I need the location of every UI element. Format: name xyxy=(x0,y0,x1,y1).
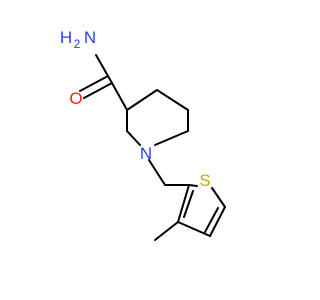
bond-carbonylC-O-a xyxy=(83,82,113,99)
molecule-diagram: N H 2 O N S xyxy=(60,28,226,241)
thiophene-sulfur-label: S xyxy=(199,171,210,190)
amide-hydrogen-count: 2 xyxy=(74,37,81,51)
bond-C3-C4 xyxy=(126,89,158,111)
amide-nitrogen-label: N xyxy=(84,28,96,47)
bond-thC2-S xyxy=(188,184,198,187)
bond-carbonylC-O-b xyxy=(79,75,109,92)
bond-carbonylC-C3 xyxy=(111,82,128,111)
bond-N1-CH2 xyxy=(148,159,166,186)
bond-thC5-thC4-a xyxy=(209,206,226,237)
piperidine-nitrogen-label: N xyxy=(140,144,152,163)
bond-S-thC5 xyxy=(211,187,226,208)
bond-thC3-methyl xyxy=(154,221,179,241)
bond-C4-C5 xyxy=(156,89,189,111)
bond-layer xyxy=(79,54,226,241)
carbonyl-oxygen-label: O xyxy=(69,89,82,108)
bond-amideN-carbonylC xyxy=(95,54,113,84)
bond-thC3-thC2-b xyxy=(183,190,194,218)
bond-thC5-thC4-b xyxy=(204,207,219,233)
amide-hydrogen-label: H xyxy=(60,28,72,47)
atom-labels: N H 2 O N S xyxy=(60,28,211,190)
bond-thC3-thC2-a xyxy=(177,184,190,223)
bond-N1-C2 xyxy=(126,130,141,146)
bond-thC4-thC3 xyxy=(177,221,211,237)
bond-C6-N1 xyxy=(154,130,189,146)
